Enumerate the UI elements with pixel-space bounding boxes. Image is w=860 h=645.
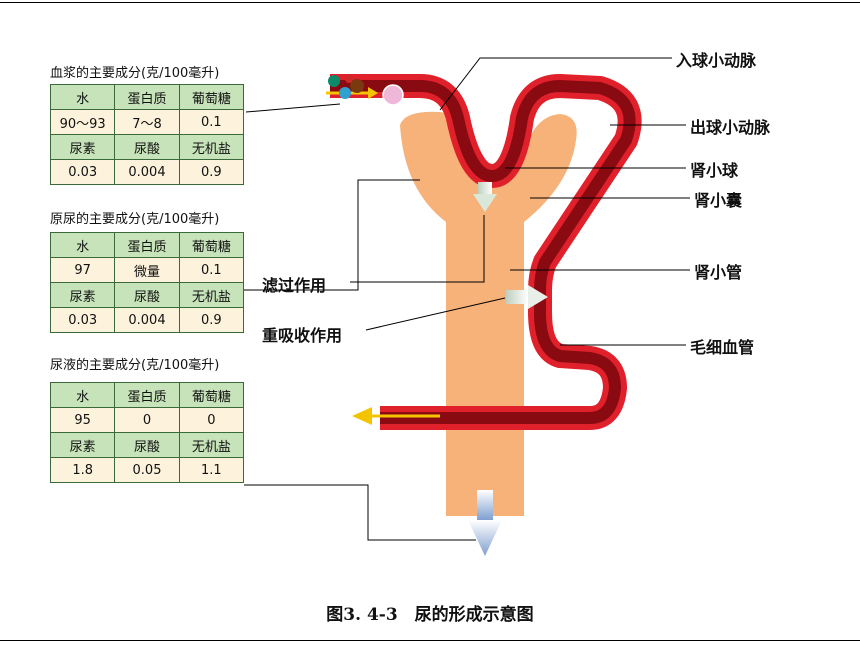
label-renal-capsule: 肾小囊 (694, 191, 743, 210)
table-cell: 尿酸 (114, 134, 180, 160)
label-capillary: 毛细血管 (690, 338, 755, 357)
label-efferent-arteriole: 出球小动脉 (690, 118, 771, 137)
plasma-composition-table: 水 蛋白质 葡萄糖 90～93 7～8 0.1 尿素 尿酸 无机盐 0.03 0… (49, 84, 245, 185)
leader-line (244, 179, 420, 291)
leader-line (244, 484, 476, 541)
blood-cell (382, 84, 404, 106)
reabsorption-arrow-shaft (506, 290, 528, 304)
blood-vessel-inner (330, 80, 636, 424)
leader-line (365, 297, 506, 331)
table-cell: 95 (49, 407, 116, 433)
figure-caption: 图3. 4-3 尿的形成示意图 (326, 605, 534, 625)
table-cell: 蛋白质 (114, 232, 180, 258)
table-cell: 0.004 (114, 159, 180, 185)
urine-outlet-head (468, 520, 502, 556)
filtration-arrow-head (473, 194, 497, 212)
renal-capsule-tubule (400, 111, 577, 516)
primary-urine-table-title: 原尿的主要成分(克/100毫升) (50, 212, 220, 227)
blood-cell (339, 87, 351, 99)
table-cell: 无机盐 (178, 282, 245, 308)
table-cell: 0.9 (178, 307, 245, 333)
table-cell: 尿酸 (114, 282, 180, 308)
table-cell: 无机盐 (178, 134, 245, 160)
table-cell: 97 (49, 257, 116, 283)
table-cell: 尿酸 (114, 432, 180, 458)
table-cell: 90～93 (49, 109, 116, 135)
table-cell: 7～8 (114, 109, 180, 135)
primary-urine-composition-table: 水 蛋白质 葡萄糖 97 微量 0.1 尿素 尿酸 无机盐 0.03 0.004… (49, 232, 245, 333)
filtration-arrow-shaft (478, 182, 492, 194)
table-cell: 葡萄糖 (178, 232, 245, 258)
label-glomerulus: 肾小球 (690, 161, 739, 180)
table-cell: 0.03 (49, 159, 116, 185)
table-cell: 0 (114, 407, 180, 433)
blood-cell (350, 79, 364, 93)
label-renal-tubule: 肾小管 (694, 263, 743, 282)
inflow-arrow-head (368, 87, 378, 99)
label-filtration: 滤过作用 (262, 276, 327, 295)
table-cell: 微量 (114, 257, 180, 283)
outflow-arrow-head (352, 407, 372, 425)
table-cell: 尿素 (49, 134, 116, 160)
table-cell: 0 (178, 407, 245, 433)
table-cell: 0.1 (178, 257, 245, 283)
urine-outlet-shaft (477, 490, 493, 520)
top-rule (0, 2, 860, 3)
plasma-table-title: 血浆的主要成分(克/100毫升) (50, 66, 220, 81)
table-cell: 1.8 (49, 457, 116, 483)
leader-line (245, 103, 341, 113)
table-cell: 0.05 (114, 457, 180, 483)
blood-cell (328, 75, 340, 87)
table-cell: 水 (49, 232, 116, 258)
leader-line (439, 57, 672, 111)
table-cell: 无机盐 (178, 432, 245, 458)
label-afferent-arteriole: 入球小动脉 (676, 51, 757, 70)
blood-cell (345, 75, 353, 83)
table-cell: 尿素 (49, 282, 116, 308)
urine-composition-table: 水 蛋白质 葡萄糖 95 0 0 尿素 尿酸 无机盐 1.8 0.05 1.1 (49, 382, 245, 483)
table-cell: 0.9 (178, 159, 245, 185)
leader-line (350, 215, 485, 283)
table-cell: 水 (49, 382, 116, 408)
urine-table-title: 尿液的主要成分(克/100毫升) (50, 358, 220, 373)
table-cell: 0.03 (49, 307, 116, 333)
table-cell: 葡萄糖 (178, 84, 245, 110)
table-cell: 尿素 (49, 432, 116, 458)
table-cell: 蛋白质 (114, 382, 180, 408)
table-cell: 葡萄糖 (178, 382, 245, 408)
table-cell: 0.004 (114, 307, 180, 333)
table-cell: 水 (49, 84, 116, 110)
table-cell: 0.1 (178, 109, 245, 135)
reabsorption-arrow-head (528, 285, 548, 309)
bottom-rule (0, 640, 860, 641)
label-reabsorption: 重吸收作用 (262, 326, 343, 345)
table-cell: 蛋白质 (114, 84, 180, 110)
table-cell: 1.1 (178, 457, 245, 483)
